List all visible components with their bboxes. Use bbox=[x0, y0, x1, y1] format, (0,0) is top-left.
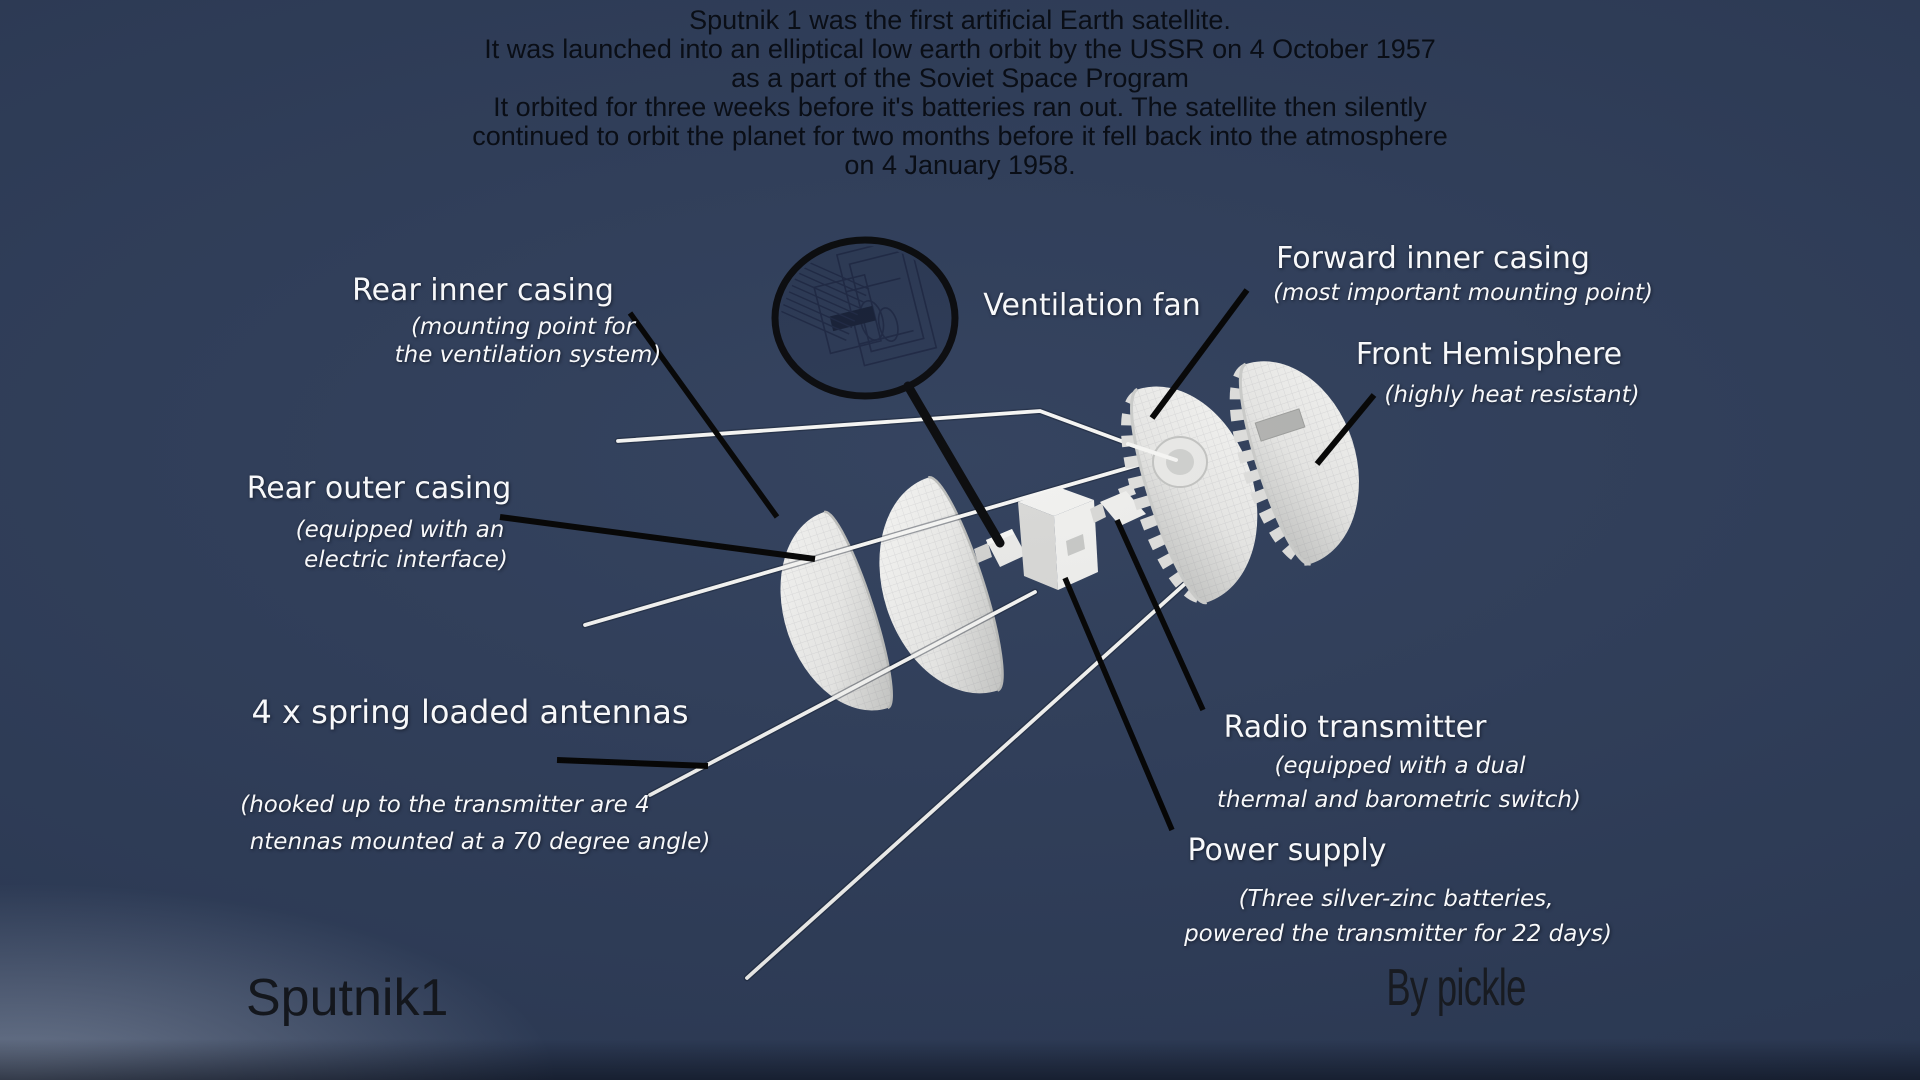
label-front-hemisphere: Front Hemisphere bbox=[1355, 337, 1623, 372]
label-power-supply-sub: (Three silver-zinc batteries, bbox=[1238, 886, 1554, 912]
pointer-power-supply bbox=[1062, 576, 1175, 832]
header-line: as a part of the Soviet Space Program bbox=[731, 63, 1189, 93]
label-radio-transmitter: Radio transmitter bbox=[1223, 710, 1487, 745]
label-rear-inner-casing-sub: (mounting point for bbox=[410, 314, 636, 340]
label-spring-antennas-sub: (hooked up to the transmitter are 4 bbox=[240, 792, 650, 818]
label-front-hemisphere-sub: (highly heat resistant) bbox=[1384, 382, 1640, 408]
power-supply-part bbox=[1018, 487, 1098, 590]
label-rear-outer-casing-sub: (equipped with an bbox=[295, 517, 505, 543]
label-rear-inner-casing: Rear inner casing bbox=[352, 273, 614, 308]
header-text: Sputnik 1 was the first artificial Earth… bbox=[0, 6, 1920, 180]
label-rear-outer-casing-sub: electric interface) bbox=[304, 547, 508, 573]
label-power-supply: Power supply bbox=[1187, 833, 1387, 868]
header-line: continued to orbit the planet for two mo… bbox=[472, 121, 1448, 151]
pointer-spring-antennas bbox=[556, 757, 709, 769]
author-credit: By pickle bbox=[1386, 959, 1526, 1017]
header-line: on 4 January 1958. bbox=[844, 150, 1076, 180]
header-line: It orbited for three weeks before it's b… bbox=[493, 92, 1427, 122]
label-forward-inner-casing-sub: (most important mounting point) bbox=[1273, 280, 1653, 306]
label-forward-inner-casing: Forward inner casing bbox=[1276, 241, 1590, 276]
magnifier-inset bbox=[771, 236, 1005, 548]
casing-ring-hole bbox=[1166, 449, 1194, 475]
label-radio-transmitter-sub: (equipped with a dual bbox=[1274, 753, 1526, 779]
label-rear-outer-casing: Rear outer casing bbox=[246, 471, 512, 506]
pointer-rear-outer-casing bbox=[499, 514, 816, 562]
diagram-title: Sputnik1 bbox=[246, 969, 449, 1027]
label-power-supply-sub: powered the transmitter for 22 days) bbox=[1184, 921, 1612, 947]
label-ventilation-fan: Ventilation fan bbox=[983, 288, 1201, 323]
label-radio-transmitter-sub: thermal and barometric switch) bbox=[1217, 787, 1581, 813]
header-line: Sputnik 1 was the first artificial Earth… bbox=[689, 5, 1231, 35]
label-spring-antennas: 4 x spring loaded antennas bbox=[251, 693, 689, 731]
header-line: It was launched into an elliptical low e… bbox=[484, 34, 1436, 64]
label-spring-antennas-sub: ntennas mounted at a 70 degree angle) bbox=[249, 829, 711, 855]
label-rear-inner-casing-sub: the ventilation system) bbox=[394, 342, 662, 368]
